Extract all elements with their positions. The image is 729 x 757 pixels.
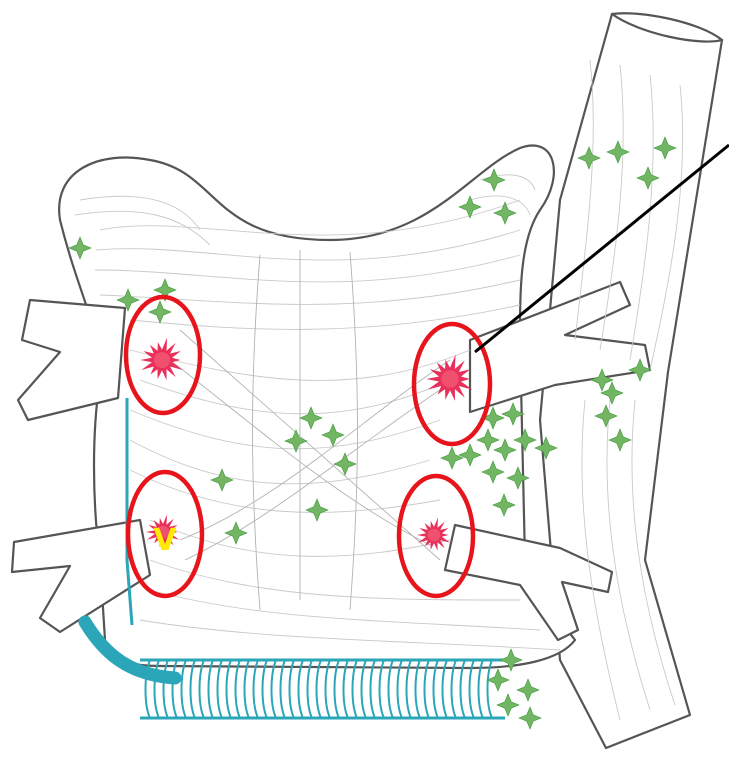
vessel-stripe [344, 660, 349, 718]
vessel-stripe [218, 660, 223, 718]
vessel-stripe [308, 660, 313, 718]
vessel-stripe [254, 660, 259, 718]
vessel-stripe [335, 660, 340, 718]
vessel-stripe [245, 660, 250, 718]
vessel-stripe [272, 660, 277, 718]
green-four-point-star [517, 679, 539, 701]
green-four-point-star [487, 669, 509, 691]
vessel-stripe [200, 660, 205, 718]
vessel-stripe [182, 660, 187, 718]
vessel-stripe [326, 660, 331, 718]
vessel-stripe [380, 660, 385, 718]
vessel-stripe [398, 660, 403, 718]
vessel-stripe [209, 660, 214, 718]
vessel-stripe [191, 660, 196, 718]
vessel-stripe [353, 660, 358, 718]
starburst-core [154, 352, 170, 368]
vessel-stripe [236, 660, 241, 718]
starburst-core [428, 529, 441, 542]
main-body [59, 145, 575, 668]
vessel-stripe [263, 660, 268, 718]
vessel-stripe [227, 660, 232, 718]
vessel-stripe [371, 660, 376, 718]
vessel-stripe [317, 660, 322, 718]
green-four-point-star [497, 694, 519, 716]
starburst-core [441, 370, 459, 388]
vessel-stripe [362, 660, 367, 718]
annotation-label-v: V [153, 523, 177, 558]
vessel-stripe [299, 660, 304, 718]
green-four-point-star [519, 707, 541, 729]
vessel-stripe [281, 660, 286, 718]
vessel-stripe [290, 660, 295, 718]
organ-outline [12, 13, 722, 748]
vessel-stripe [164, 660, 169, 718]
vessel-stripe [389, 660, 394, 718]
vessel-stripe [173, 660, 178, 718]
